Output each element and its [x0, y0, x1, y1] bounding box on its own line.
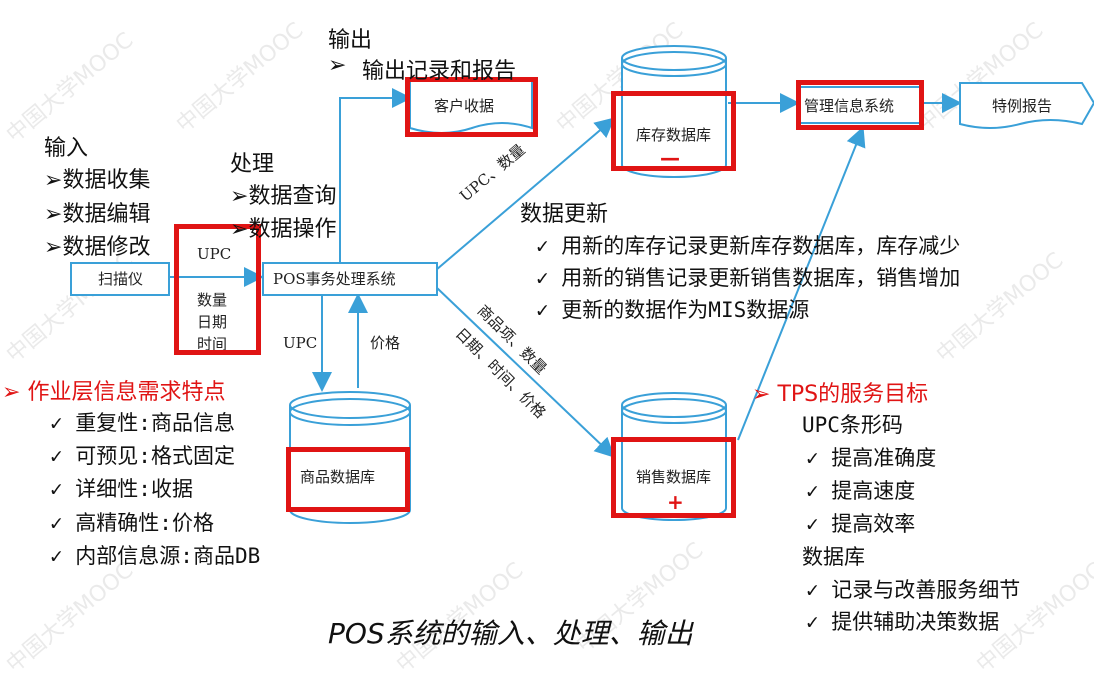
processing-item-1: ➢数据查询	[230, 184, 337, 209]
data-update-heading: 数据更新	[520, 202, 609, 227]
ops-layer-heading: ➢ 作业层信息需求特点	[2, 380, 226, 405]
flow-label-price-up: 价格	[370, 334, 401, 352]
product-db-label: 商品数据库	[300, 468, 376, 486]
flow-label-time: 时间	[197, 335, 228, 353]
flow-label-date: 日期	[197, 313, 228, 331]
flow-lines	[168, 45, 1094, 524]
tps-upc-item-3: ✓ 提高效率	[806, 512, 916, 536]
product-db-cylinder	[289, 405, 411, 524]
output-heading: 输出	[328, 28, 373, 53]
ops-layer-item-5: ✓ 内部信息源:商品DB	[50, 544, 261, 568]
highlight-input-fields	[174, 224, 261, 355]
flow-label-upc-down: UPC	[283, 334, 318, 352]
input-item-1: ➢数据收集	[44, 168, 151, 193]
pos-system-label: POS事务处理系统	[273, 270, 396, 288]
mis-label: 管理信息系统	[804, 97, 895, 115]
flow-pos-to-sales	[435, 286, 615, 458]
figure-caption: POS系统的输入、处理、输出	[328, 617, 693, 650]
flow-label-qty: 数量	[197, 291, 228, 309]
sales-db-cylinder	[621, 405, 727, 521]
highlight-mis	[796, 80, 924, 130]
flow-sales-to-mis	[737, 126, 866, 441]
flow-label-upc-top: UPC	[197, 245, 232, 263]
pos-system-box	[262, 262, 438, 296]
output-item: 输出记录和报告	[362, 59, 517, 84]
tps-db-item-1: ✓ 记录与改善服务细节	[806, 578, 1021, 602]
inventory-minus-marker: —	[660, 146, 680, 170]
scanner-box	[70, 262, 170, 296]
output-item-arrow: ➢	[328, 53, 347, 78]
sales-db-label: 销售数据库	[636, 468, 712, 486]
tps-upc-item-1: ✓ 提高准确度	[806, 446, 937, 470]
tps-upc-label: UPC条形码	[802, 413, 903, 437]
data-update-item-3: ✓ 更新的数据作为MIS数据源	[536, 298, 810, 322]
inventory-db-top	[621, 45, 727, 71]
highlight-receipt	[405, 77, 538, 137]
inventory-db-label: 库存数据库	[636, 126, 712, 144]
processing-item-2: ➢数据操作	[230, 217, 337, 242]
flow-pos-to-inventory	[435, 117, 616, 271]
highlight-product-db	[286, 447, 410, 512]
data-update-item-2: ✓ 用新的销售记录更新销售数据库，销售增加	[536, 266, 961, 290]
mis-box	[798, 86, 922, 124]
tps-db-label: 数据库	[802, 545, 865, 569]
input-item-3: ➢数据修改	[44, 235, 151, 260]
customer-receipt-label: 客户收据	[434, 97, 495, 115]
receipt-document-shape	[409, 79, 533, 134]
flow-pos-to-receipt	[339, 88, 412, 262]
exception-report-label: 特例报告	[992, 97, 1053, 115]
ops-layer-item-4: ✓ 高精确性:价格	[50, 511, 214, 535]
scanner-label: 扫描仪	[98, 270, 144, 288]
input-item-2: ➢数据编辑	[44, 202, 151, 227]
tps-upc-item-2: ✓ 提高速度	[806, 479, 916, 503]
tps-goals-heading: ➢ TPS的服务目标	[752, 382, 929, 407]
input-heading: 输入	[44, 136, 89, 161]
highlight-inventory-db	[611, 91, 736, 171]
ops-layer-item-1: ✓ 重复性:商品信息	[50, 411, 235, 435]
ops-layer-item-3: ✓ 详细性:收据	[50, 477, 193, 501]
tps-db-item-2: ✓ 提供辅助决策数据	[806, 610, 1000, 634]
ops-layer-item-2: ✓ 可预见:格式固定	[50, 444, 235, 468]
processing-heading: 处理	[230, 152, 275, 177]
report-document-shape	[959, 82, 1094, 129]
data-update-item-1: ✓ 用新的库存记录更新库存数据库，库存减少	[536, 234, 961, 258]
highlight-sales-db	[611, 437, 736, 518]
sales-plus-marker: +	[667, 490, 684, 514]
